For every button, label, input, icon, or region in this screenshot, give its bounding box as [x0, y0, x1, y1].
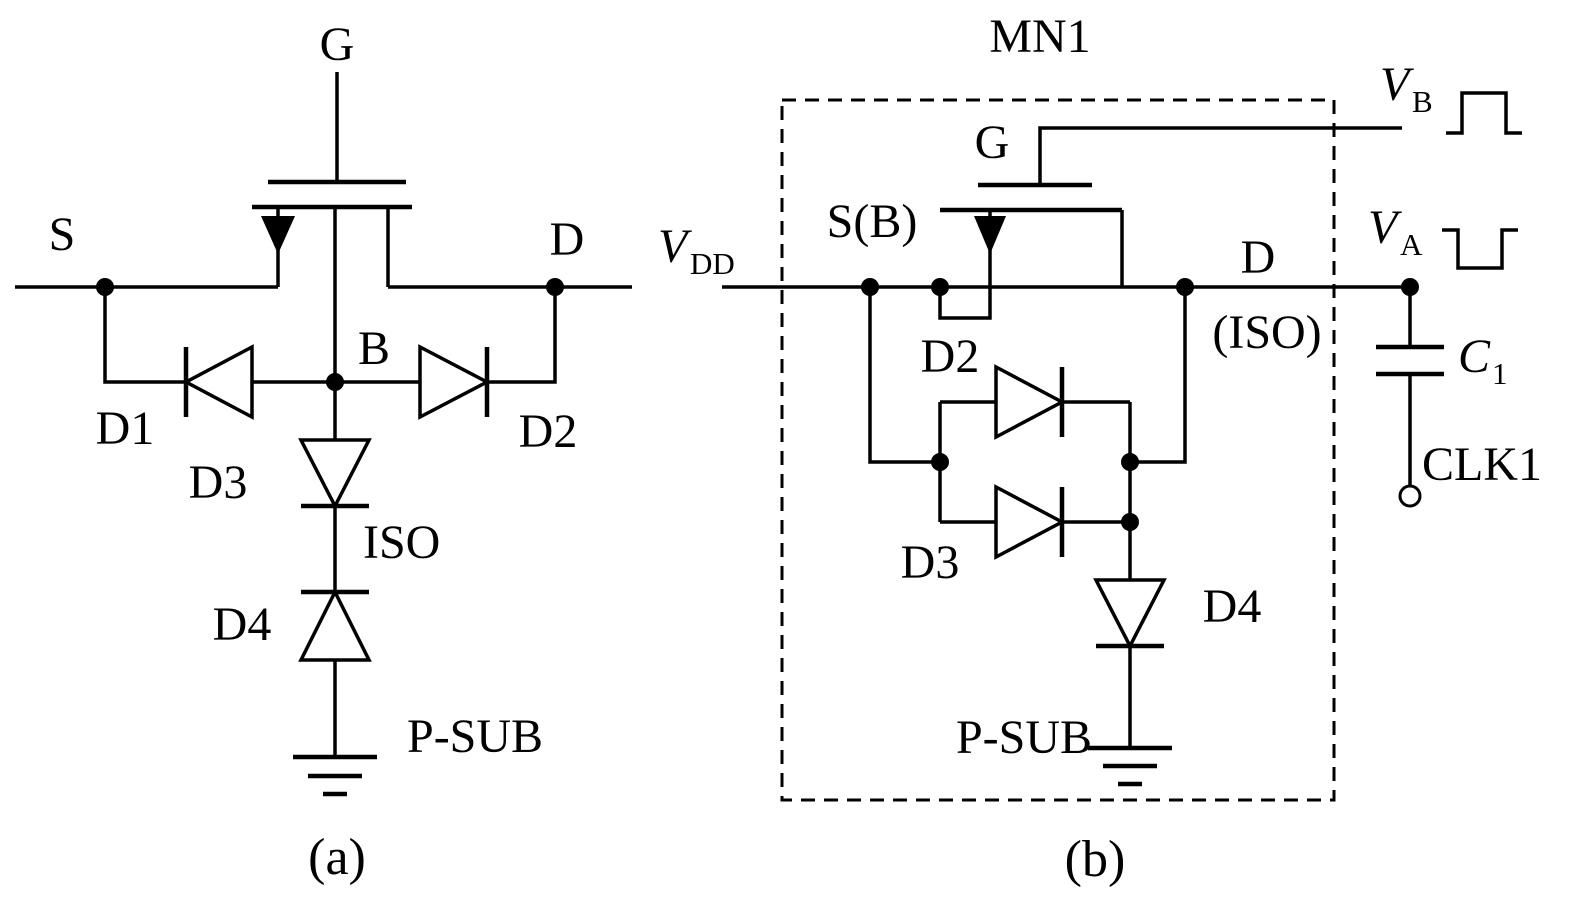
d4-label: D4	[213, 598, 272, 651]
diode-d2	[418, 344, 491, 420]
device-boundary-box	[780, 98, 1336, 802]
d4-label-b: D4	[1203, 580, 1262, 633]
drain-label: D	[550, 213, 585, 266]
d3-label: D3	[189, 456, 248, 509]
substrate-label: P-SUB	[407, 710, 543, 763]
source-label-b: S(B)	[827, 195, 918, 248]
vb-label: V	[1380, 58, 1414, 111]
panel-a-caption: (a)	[308, 829, 366, 886]
panel-b-caption: (b)	[1065, 831, 1126, 888]
capacitor-subscript: 1	[1492, 356, 1508, 391]
diode-d4-b	[1093, 578, 1167, 650]
substrate-label-b: P-SUB	[956, 711, 1092, 764]
vb-pulse-waveform-icon	[1446, 91, 1522, 135]
ground-icon-b	[1088, 745, 1172, 787]
device-label: MN1	[989, 10, 1090, 63]
ring-left-node-dot	[931, 453, 949, 471]
d1-label: D1	[96, 402, 155, 455]
drain-branch-wire	[1130, 287, 1187, 464]
d2-branch-wire	[487, 287, 557, 384]
ring-right-node-dot	[1121, 453, 1139, 471]
d1-branch-wire	[103, 287, 186, 384]
drain-iso-label: (ISO)	[1212, 306, 1321, 359]
diode-d3-b	[994, 484, 1066, 560]
va-subscript: A	[1400, 227, 1423, 262]
drain-label-b: D	[1241, 231, 1276, 284]
source-node-dot-b	[931, 278, 949, 296]
vb-subscript: B	[1412, 84, 1433, 119]
diode-d4	[298, 588, 372, 662]
diode-d3	[298, 438, 372, 510]
left-branch-wire	[868, 287, 940, 464]
diode-d1	[182, 344, 254, 420]
panel-b: MN1 G V DD S(B) D (ISO) D2 D3 D4 P-SUB V…	[658, 10, 1542, 888]
capacitor-label: C	[1458, 330, 1491, 383]
gate-label: G	[320, 18, 355, 71]
clk-label: CLK1	[1422, 438, 1542, 491]
iso-label: ISO	[363, 516, 440, 569]
source-label: S	[49, 208, 76, 261]
va-label: V	[1368, 201, 1402, 254]
clk-terminal-icon	[1398, 484, 1422, 508]
d3-label-b: D3	[901, 536, 960, 589]
source-arrow-icon	[261, 216, 295, 254]
vdd-subscript: DD	[690, 246, 735, 281]
gate-lead-wire-b	[1038, 126, 1402, 185]
source-arrow-icon-b	[974, 216, 1006, 254]
d2-label: D2	[519, 405, 578, 458]
panel-a: G S D B D1 D2 D3 ISO D4 P-SUB (a)	[15, 18, 632, 886]
va-pulse-waveform-icon	[1442, 228, 1518, 270]
gate-label-b: G	[975, 116, 1010, 169]
vdd-label: V	[658, 220, 692, 273]
diode-d2-b	[994, 364, 1066, 440]
d2-label-b: D2	[921, 330, 980, 383]
ground-icon	[293, 754, 377, 797]
body-label: B	[358, 322, 390, 375]
source-body-tie-wire	[938, 210, 992, 320]
